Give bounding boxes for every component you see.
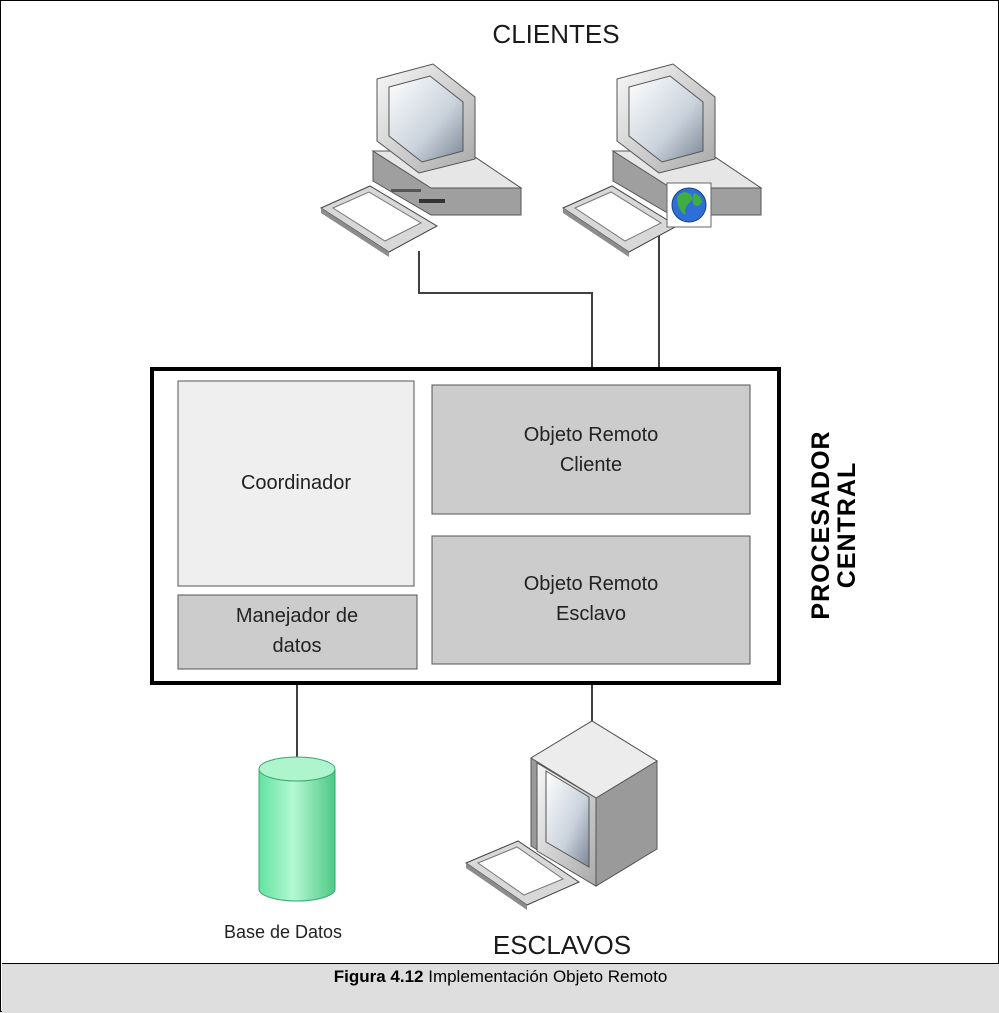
architecture-diagram: Coordinador Manejador de datos Objeto Re… <box>150 19 861 960</box>
globe-icon <box>666 182 712 228</box>
caption-bar: Figura 4.12 Implementación Objeto Remoto <box>2 963 999 1013</box>
data-manager-label-line2: datos <box>273 635 322 657</box>
slaves-label: ESCLAVOS <box>493 930 631 960</box>
coordinator-label: Coordinador <box>241 472 351 494</box>
processor-label-line1: PROCESADOR <box>807 430 835 619</box>
database-icon <box>258 756 336 902</box>
client-computer-1-icon <box>319 63 523 257</box>
remote-client-label-line2: Cliente <box>560 454 622 476</box>
remote-slave-label-line1: Objeto Remoto <box>524 573 659 595</box>
slave-computer-icon <box>464 720 658 910</box>
client-computer-2-icon <box>561 63 763 257</box>
client1-line <box>418 251 593 385</box>
coordinator-box <box>177 380 415 587</box>
remote-client-label-line1: Objeto Remoto <box>524 424 659 446</box>
remote-slave-label-line2: Esclavo <box>556 603 626 625</box>
database-label: Base de Datos <box>224 922 342 942</box>
data-manager-box <box>177 594 418 670</box>
processor-label-line2: CENTRAL <box>833 462 861 588</box>
figure-title: Implementación Objeto Remoto <box>428 967 668 986</box>
remote-slave-object-box <box>431 535 751 665</box>
figure-caption: Figura 4.12 Implementación Objeto Remoto <box>2 966 999 988</box>
data-manager-label-line1: Manejador de <box>236 605 358 627</box>
clients-label: CLIENTES <box>492 19 619 49</box>
figure-number: Figura 4.12 <box>333 967 424 986</box>
remote-client-object-box <box>431 384 751 515</box>
